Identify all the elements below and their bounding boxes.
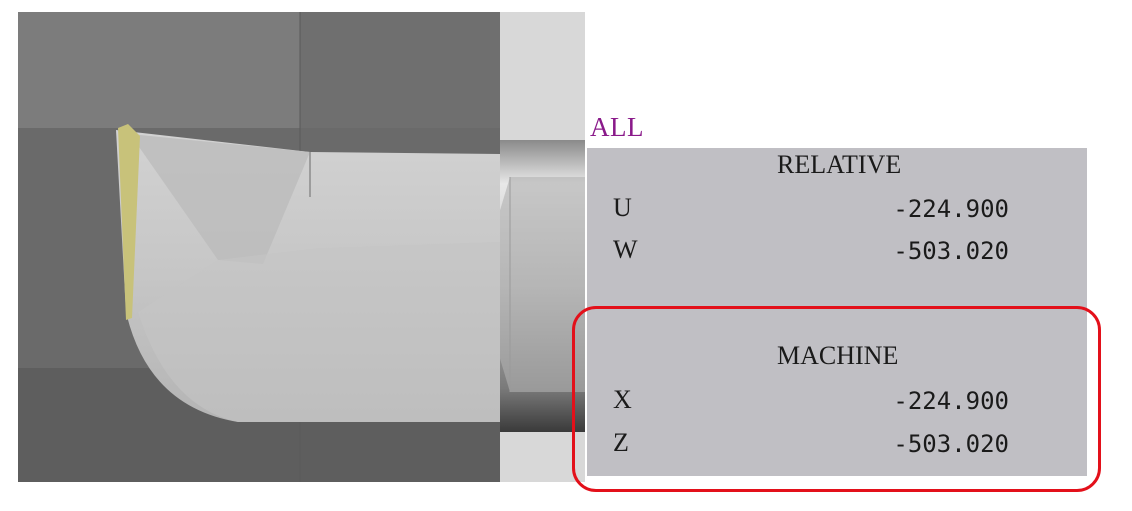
machine-axis-x-label: X bbox=[613, 385, 632, 414]
display-mode-label: ALL bbox=[590, 112, 644, 142]
machine-title: MACHINE bbox=[777, 341, 899, 370]
relative-axis-u-label: U bbox=[613, 193, 632, 222]
relative-axis-u-value: -224.900 bbox=[893, 195, 1009, 223]
relative-axis-w-value: -503.020 bbox=[893, 237, 1009, 265]
machine-axis-z-label: Z bbox=[613, 428, 629, 457]
relative-title: RELATIVE bbox=[777, 150, 902, 179]
lathe-toolpath-graphic bbox=[18, 12, 585, 482]
tool-insert-edge bbox=[118, 124, 140, 320]
machine-section-highlight bbox=[572, 306, 1101, 492]
machine-simulation-view bbox=[18, 12, 585, 482]
machine-axis-x-value: -224.900 bbox=[893, 387, 1009, 415]
machine-axis-z-value: -503.020 bbox=[893, 430, 1009, 458]
relative-axis-w-label: W bbox=[613, 235, 638, 264]
position-display-panel: RELATIVE U -224.900 W -503.020 MACHINE X… bbox=[587, 148, 1087, 476]
